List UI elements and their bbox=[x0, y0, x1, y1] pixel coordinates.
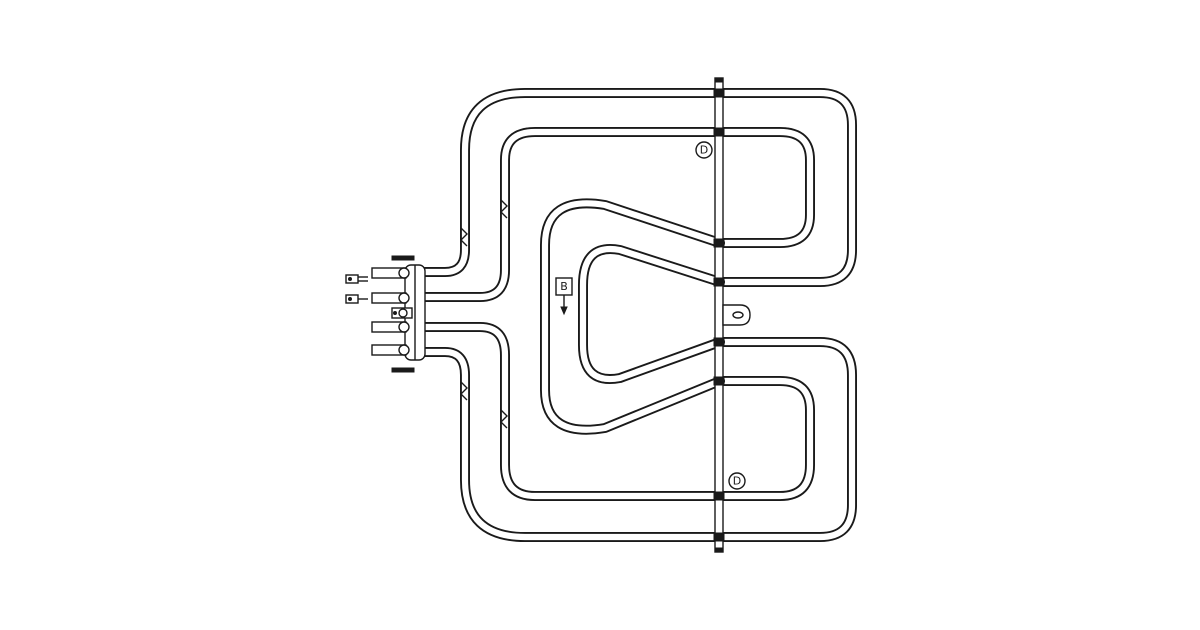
down-arrow-icon bbox=[560, 306, 568, 316]
callout-d-top-label: D bbox=[700, 144, 708, 157]
outer-heating-loop bbox=[420, 88, 857, 542]
spade-connectors bbox=[345, 274, 368, 304]
middle-heating-loop bbox=[420, 127, 815, 501]
support-bar bbox=[713, 77, 751, 553]
support-clips bbox=[713, 88, 725, 542]
view-marker-b-label: B bbox=[560, 280, 568, 293]
spacer-marks bbox=[460, 199, 508, 429]
callout-d-bottom-label: D bbox=[733, 475, 741, 488]
callout-d-bottom: D bbox=[728, 472, 746, 490]
callout-d-top: D bbox=[695, 141, 713, 159]
terminal-block bbox=[345, 255, 426, 373]
inner-heating-loop bbox=[540, 198, 725, 435]
ground-screw bbox=[391, 307, 413, 319]
view-marker-b: B bbox=[555, 277, 573, 316]
terminal-posts bbox=[371, 267, 410, 356]
mounting-bracket bbox=[722, 304, 751, 326]
